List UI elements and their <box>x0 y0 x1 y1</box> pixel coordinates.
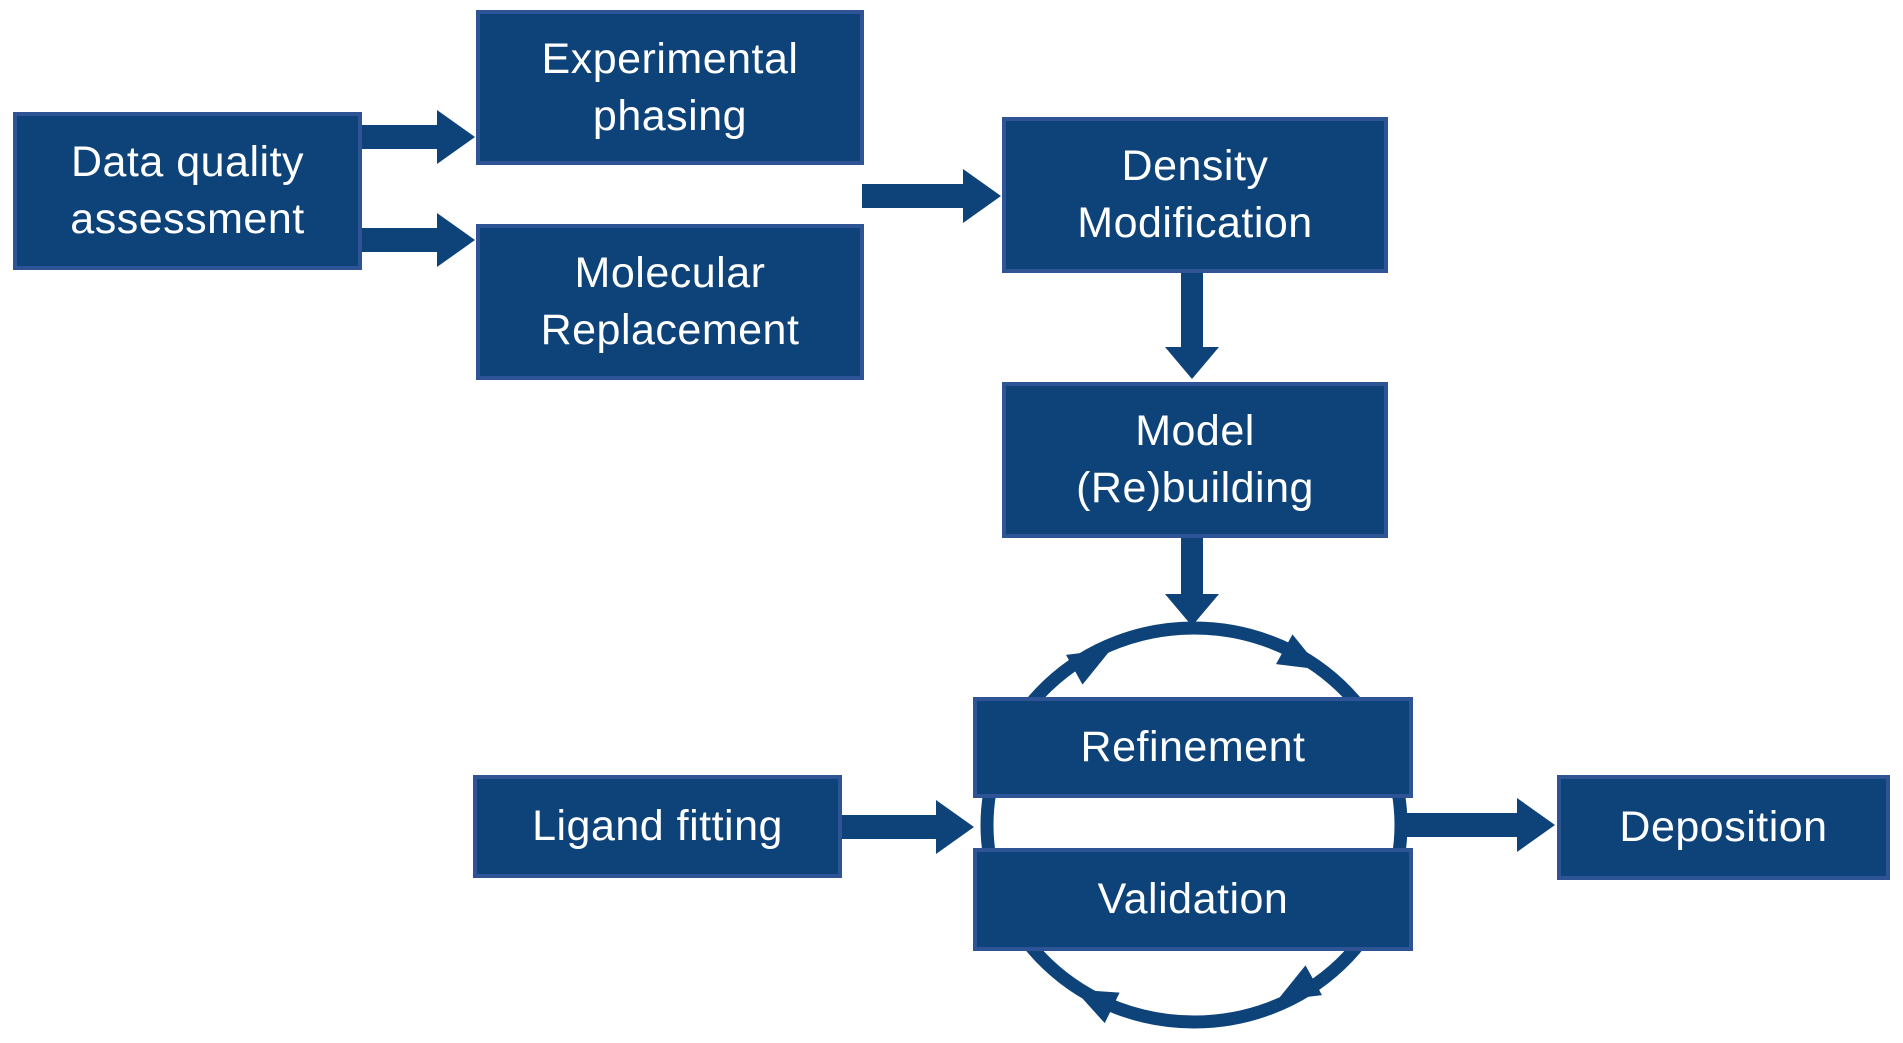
cycle-ring-arrow <box>980 621 1408 1029</box>
node-model-rebuilding: Model (Re)building <box>1002 382 1388 538</box>
node-molecular-replacement: Molecular Replacement <box>476 224 864 380</box>
cycle-arrowhead-top-left-icon <box>1066 649 1111 685</box>
arrow-model-rebuilding-to-cycle <box>1165 536 1219 626</box>
arrow-cycle-to-deposition <box>1400 798 1555 852</box>
node-label-line: Deposition <box>1619 803 1828 852</box>
arrow-ligand-fitting-to-cycle <box>840 800 974 854</box>
cycle-arrowhead-bottom-left-icon <box>1074 989 1120 1024</box>
node-validation: Validation <box>973 848 1413 951</box>
node-label-line: assessment <box>70 195 305 243</box>
arrow-density-to-model-rebuilding <box>1165 271 1219 379</box>
node-label-line: Ligand fitting <box>532 802 783 851</box>
node-ligand-fitting: Ligand fitting <box>473 775 842 878</box>
node-density-modification: Density Modification <box>1002 117 1388 273</box>
arrow-dqa-to-molecular-replacement <box>360 213 475 267</box>
node-data-quality-assessment: Data quality assessment <box>13 112 362 270</box>
node-refinement: Refinement <box>973 697 1413 798</box>
node-label-line: Model <box>1135 407 1255 456</box>
node-deposition: Deposition <box>1557 775 1890 880</box>
node-label-line: phasing <box>592 91 748 140</box>
node-label-line: Refinement <box>1080 723 1306 772</box>
node-label-line: Data quality <box>70 138 305 187</box>
cycle-arrowhead-top-right-icon <box>1276 634 1321 670</box>
cycle-arrowhead-bottom-right-icon <box>1277 965 1322 1001</box>
node-label-line: Modification <box>1077 199 1313 247</box>
node-label-line: Replacement <box>540 306 800 354</box>
node-experimental-phasing: Experimental phasing <box>476 10 864 165</box>
node-label-line: Experimental <box>541 34 799 83</box>
node-label-line: Density <box>1121 142 1269 191</box>
arrow-phasing-to-density-modification <box>862 169 1001 223</box>
node-label-line: (Re)building <box>1076 464 1314 512</box>
arrow-dqa-to-experimental-phasing <box>360 110 475 164</box>
node-label-line: Validation <box>1097 875 1289 924</box>
node-label-line: Molecular <box>574 249 766 298</box>
